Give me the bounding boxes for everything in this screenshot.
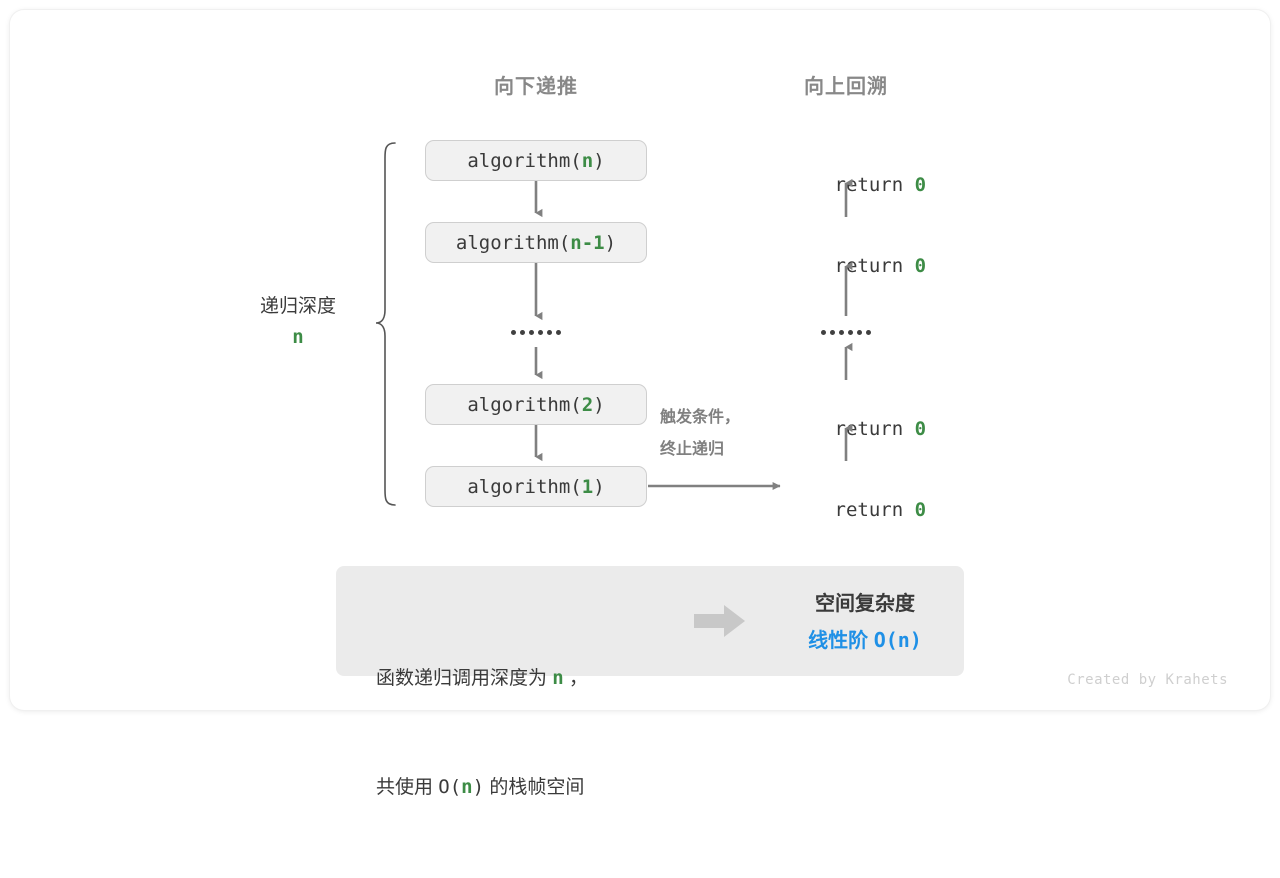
return-label-3: return 0	[766, 393, 927, 465]
complexity-summary-box: 函数递归调用深度为 n ， 共使用 O(n) 的栈帧空间 空间复杂度 线性阶 O…	[336, 566, 964, 798]
call-box-suffix: )	[604, 231, 617, 254]
column-header-return-up: 向上回溯	[804, 76, 888, 98]
column-header-recurse-down: 向下递推	[494, 76, 578, 98]
return-value: 0	[914, 174, 927, 196]
recursion-depth-value: n	[292, 326, 304, 348]
terminate-condition-note: 触发条件， 终止递归	[660, 402, 740, 466]
return-column-ellipsis-icon	[821, 330, 871, 335]
complexity-result: 空间复杂度 线性阶 O(n)	[766, 586, 964, 659]
return-value: 0	[914, 418, 927, 440]
recursion-depth-label: 递归深度	[259, 296, 337, 317]
summary-line2-part-b: 的栈帧空间	[484, 777, 585, 798]
terminate-condition-note-line1: 触发条件，	[660, 409, 741, 426]
call-box-prefix: algorithm(	[467, 149, 582, 172]
complexity-summary-line1: 函数递归调用深度为 n ，	[376, 660, 588, 697]
call-box-n[interactable]: algorithm(n)	[425, 140, 647, 181]
call-box-n-minus-1[interactable]: algorithm(n-1)	[425, 222, 647, 263]
return-keyword: return	[834, 255, 915, 277]
call-box-arg: n-1	[570, 231, 605, 254]
call-box-suffix: )	[593, 393, 605, 416]
call-box-1[interactable]: algorithm(1)	[425, 466, 647, 507]
call-box-prefix: algorithm(	[467, 475, 582, 498]
diagram-canvas: 向下递推 向上回溯 递归深度 n algorithm(n) algorithm(…	[10, 10, 1270, 798]
bigo-close: )	[472, 776, 485, 798]
call-box-suffix: )	[593, 475, 605, 498]
return-value: 0	[914, 255, 927, 277]
return-keyword: return	[834, 418, 915, 440]
call-box-arg: n	[581, 149, 594, 172]
terminate-condition-note-line2: 终止递归	[660, 441, 725, 458]
return-keyword: return	[834, 174, 915, 196]
call-box-arg: 1	[581, 475, 594, 498]
return-label-1: return 0	[766, 149, 927, 221]
complexity-result-value: 线性阶 O(n)	[766, 622, 964, 659]
diagram-card: 向下递推 向上回溯 递归深度 n algorithm(n) algorithm(…	[10, 10, 1270, 798]
complexity-result-title: 空间复杂度	[815, 593, 915, 615]
call-box-prefix: algorithm(	[455, 231, 571, 254]
summary-line1-part-a: 函数递归调用深度为	[376, 668, 553, 689]
bigo-n: n	[461, 776, 473, 798]
complexity-order-name: 线性阶	[808, 630, 874, 652]
complexity-order-notation: O(n)	[873, 628, 922, 652]
call-stack-ellipsis-icon	[511, 330, 561, 335]
summary-line2-part-a: 共使用	[376, 777, 439, 798]
recursion-depth-annotation: 递归深度 n	[260, 292, 336, 352]
return-label-4: return 0	[766, 474, 927, 546]
summary-line1-part-b: ，	[563, 668, 589, 689]
recursion-depth-brace	[375, 142, 396, 506]
call-box-prefix: algorithm(	[467, 393, 582, 416]
return-value: 0	[914, 499, 927, 521]
return-label-2: return 0	[766, 230, 927, 302]
call-box-arg: 2	[581, 393, 594, 416]
complexity-summary-line2: 共使用 O(n) 的栈帧空间	[376, 769, 588, 806]
block-arrow-right-icon	[694, 605, 745, 637]
return-keyword: return	[834, 499, 915, 521]
call-box-suffix: )	[593, 149, 605, 172]
complexity-summary-text: 函数递归调用深度为 n ， 共使用 O(n) 的栈帧空间	[376, 588, 588, 878]
summary-line2-bigo: O(n)	[438, 776, 484, 798]
summary-line1-n: n	[552, 667, 564, 689]
watermark-credit: Created by Krahets	[1067, 672, 1228, 688]
call-box-2[interactable]: algorithm(2)	[425, 384, 647, 425]
bigo-open: O(	[438, 776, 462, 798]
